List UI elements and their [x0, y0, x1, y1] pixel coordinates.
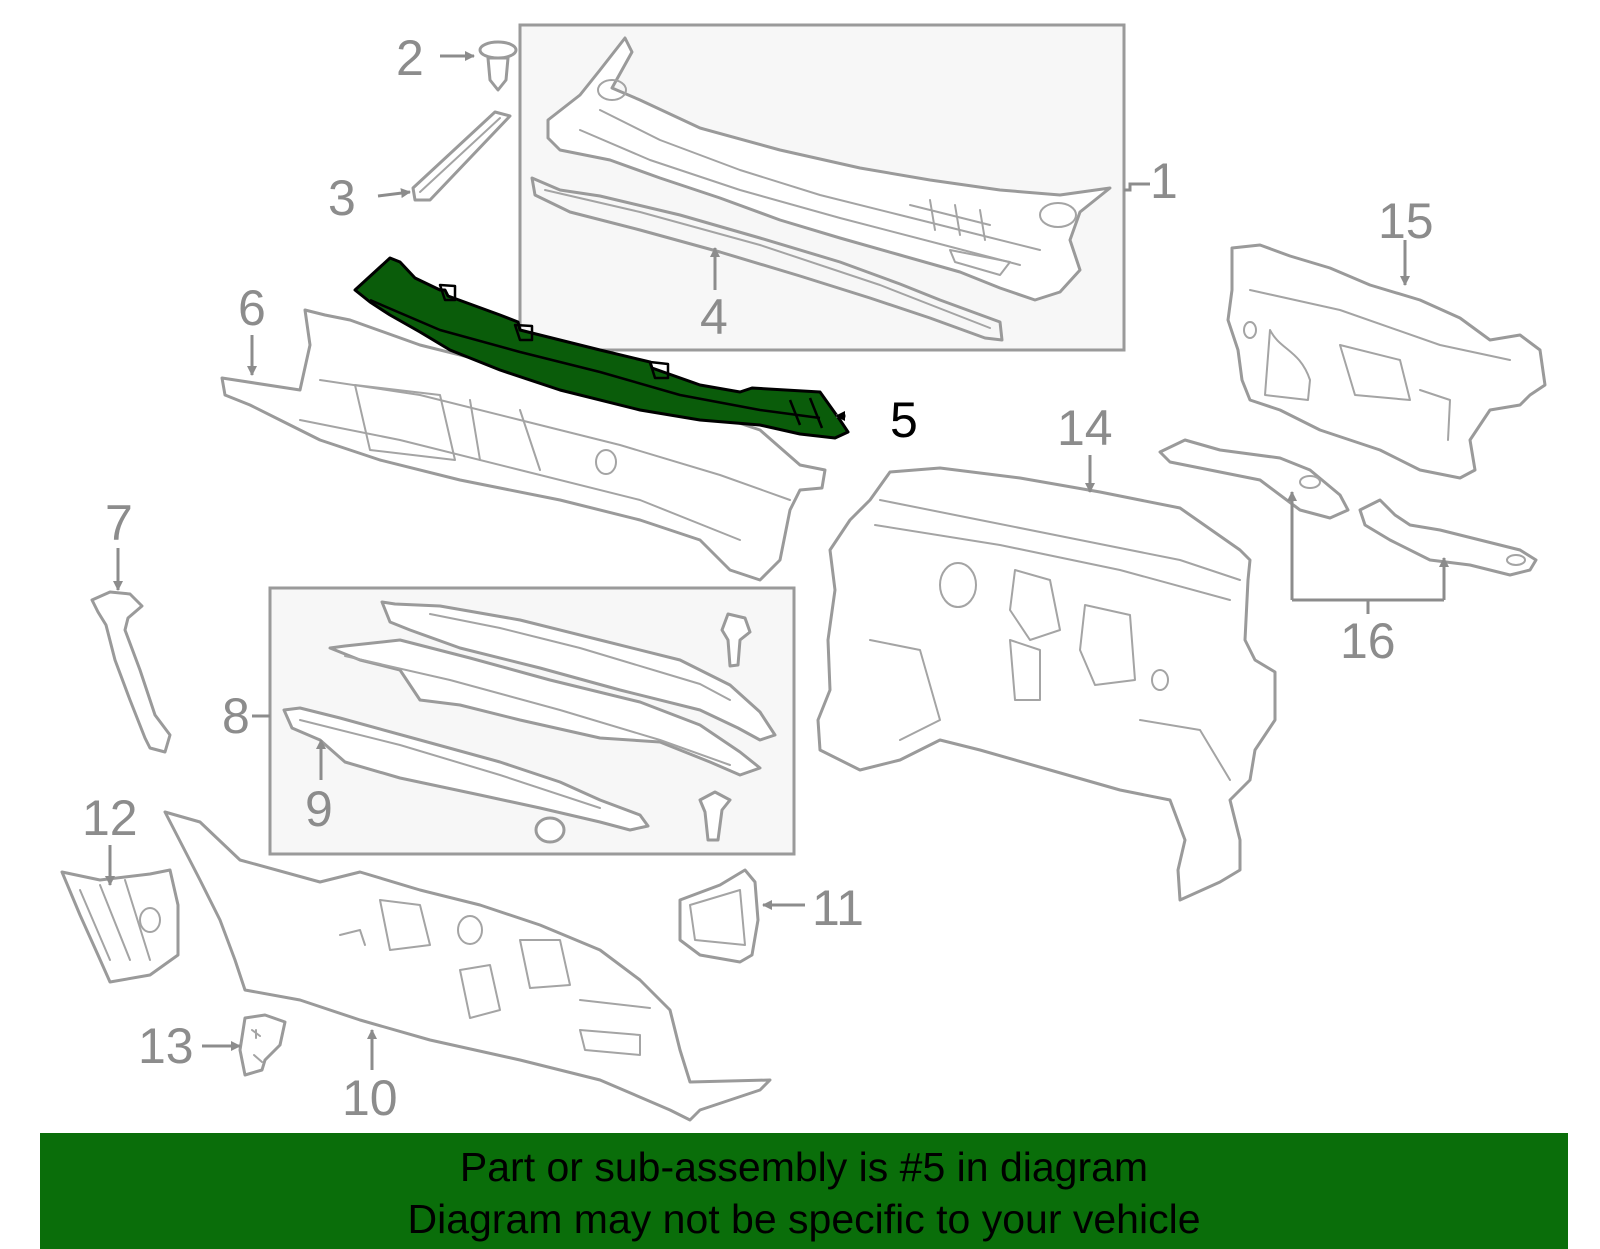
part-14-dash-panel[interactable] — [816, 466, 1277, 902]
callout-3: 3 — [328, 170, 356, 226]
callout-16: 16 — [1340, 613, 1396, 669]
callout-7: 7 — [105, 495, 133, 551]
part-15-side-dash-panel[interactable] — [1226, 243, 1547, 480]
leader-lines — [105, 51, 1449, 1070]
callout-9: 9 — [305, 781, 333, 837]
part-8-9-subassembly[interactable] — [282, 600, 777, 844]
callout-10: 10 — [342, 1070, 398, 1126]
part-5-cowl-reinforcement[interactable] — [353, 256, 850, 440]
callout-8: 8 — [222, 688, 250, 744]
part-13-tab[interactable] — [238, 1013, 287, 1077]
callout-13: 13 — [138, 1018, 194, 1074]
part-6-plenum-panel[interactable] — [220, 308, 827, 582]
part-2-push-clip[interactable] — [478, 40, 518, 92]
callout-11: 11 — [812, 880, 864, 936]
info-banner: Part or sub-assembly is #5 in diagram Di… — [40, 1133, 1568, 1249]
part-11-bracket[interactable] — [678, 868, 760, 964]
part-12-side-panel[interactable] — [60, 868, 180, 984]
part-1-cowl-top-panel[interactable] — [546, 36, 1112, 302]
callout-5: 5 — [890, 392, 918, 448]
banner-line-1: Part or sub-assembly is #5 in diagram — [459, 1144, 1149, 1190]
callout-14: 14 — [1057, 400, 1113, 456]
part-4-cowl-seal[interactable] — [530, 176, 1004, 342]
banner-line-2: Diagram may not be specific to your vehi… — [407, 1196, 1201, 1242]
part-3-seal-strip[interactable] — [411, 110, 512, 202]
callout-4: 4 — [700, 289, 728, 345]
callout-15: 15 — [1378, 193, 1434, 249]
callout-2: 2 — [396, 30, 424, 86]
callout-1: 1 — [1150, 153, 1178, 209]
callout-labels: 1 2 3 4 5 6 7 8 9 10 11 12 13 14 15 16 — [82, 30, 1434, 1126]
part-10-dash-insulator[interactable] — [163, 810, 772, 1122]
part-7-brace[interactable] — [90, 590, 172, 754]
callout-6: 6 — [238, 280, 266, 336]
part-16-brackets[interactable] — [1158, 438, 1538, 577]
callout-12: 12 — [82, 790, 138, 846]
